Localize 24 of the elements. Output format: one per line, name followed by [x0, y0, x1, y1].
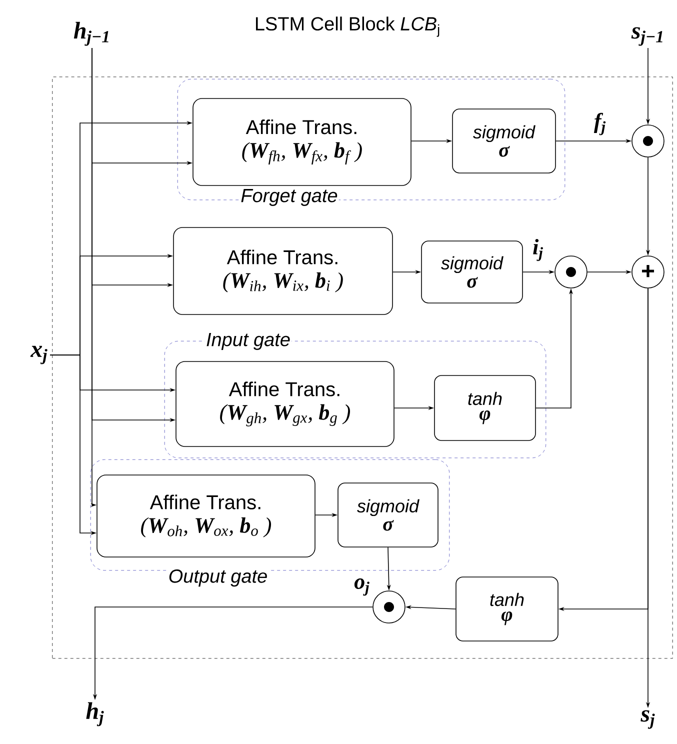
variable-label: x$_{j}$ — [30, 346, 48, 364]
variable-label: h$_{j}$ — [86, 702, 104, 726]
activation-box: sigmoid σ — [338, 482, 438, 548]
edge-label: i$_{j}$ — [532, 238, 544, 262]
affine-transform-box: Affine Trans. (W$_{oh}$, W$_{ox}$, b$_{o}$ ) — [96, 474, 316, 558]
block-title: LSTM Cell Block LCB$_{j}$ — [256, 16, 440, 37]
multiply-circle — [372, 590, 406, 624]
gate-label: Output gate — [167, 568, 269, 588]
affine-transform-box: Affine Trans. (W$_{fh}$, W$_{fx}$, b$_{f}$) — [192, 98, 412, 186]
variable-label: h$_{j−1}$ — [74, 22, 108, 46]
variable-label: s$_{j−1}$ — [631, 27, 662, 46]
affine-transform-box: Affine Trans. (W$_{gh}$, W$_{gx}$, b$_{g}$ ) — [176, 361, 394, 447]
affine-transform-box: Affine Trans. (W$_{ih}$, W$_{ix}$, b$_{i}$ ) — [173, 227, 393, 315]
gate-label: Forget gate — [240, 188, 339, 208]
variable-label: s$_{j}$ — [640, 710, 655, 729]
edge-label: o$_{j}$ — [353, 577, 371, 597]
activation-box: tanh φ — [434, 375, 536, 441]
activation-box: sigmoid σ — [452, 108, 556, 174]
edge-label: f$_{j}$ — [592, 112, 608, 136]
activation-box: sigmoid σ — [421, 240, 523, 304]
activation-box: tanh φ — [456, 576, 558, 642]
gate-label: Input gate — [205, 332, 292, 351]
multiply-circle — [554, 256, 588, 288]
multiply-circle — [632, 124, 664, 158]
